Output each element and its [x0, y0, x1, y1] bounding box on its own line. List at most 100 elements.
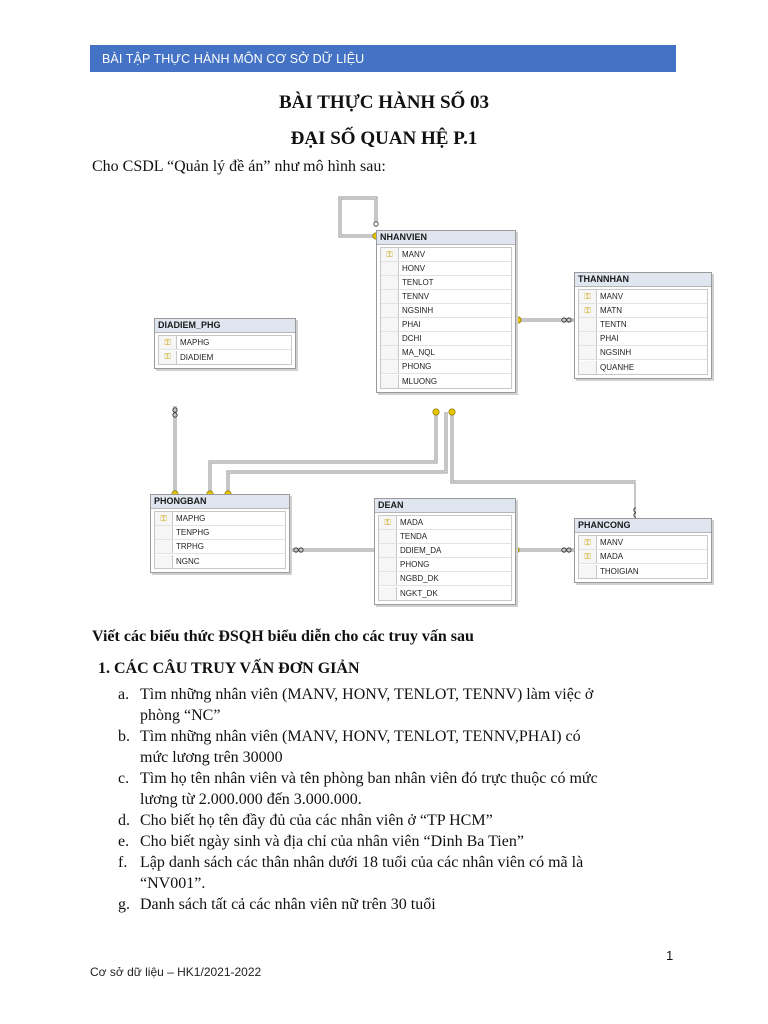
many-end-marker: [373, 221, 379, 227]
list-item-line: Cho biết ngày sinh và địa chỉ của nhân v…: [140, 833, 524, 850]
primary-key-icon: ⚿: [584, 551, 591, 561]
primary-key-icon: ⚿: [164, 337, 171, 347]
section-label: Viết các biểu thức ĐSQH biểu diễn cho cá…: [92, 628, 474, 645]
document-title: BÀI THỰC HÀNH SỐ 03: [278, 92, 490, 113]
many-end-marker: [293, 547, 299, 553]
table-name: PHANCONG: [575, 519, 711, 533]
column-name: HONV: [402, 264, 426, 273]
column-name: NGSINH: [402, 306, 434, 315]
list-item-line: Tìm họ tên nhân viên và tên phòng ban nh…: [140, 770, 598, 787]
primary-key-icon: ⚿: [386, 249, 393, 259]
column-name: MADA: [400, 518, 424, 527]
list-marker: d.: [118, 812, 130, 829]
column-name: PHAI: [600, 334, 619, 343]
column-row: ⚿ MAPHG: [159, 336, 291, 350]
list-item-line: lương từ 2.000.000 đến 3.000.000.: [140, 791, 362, 808]
column-row: ⚿ MADA: [579, 550, 707, 564]
column-name: PHONG: [400, 560, 430, 569]
document-header-bar: BÀI TẬP THỰC HÀNH MÔN CƠ SỞ DỮ LIỆU: [90, 45, 676, 72]
column-row: MLUONG: [381, 374, 511, 388]
table-name: THANNHAN: [575, 273, 711, 287]
column-name: TRPHG: [176, 542, 204, 551]
document-subtitle: ĐẠI SỐ QUAN HỆ P.1: [290, 128, 478, 149]
list-item-line: phòng “NC”: [140, 707, 221, 724]
column-name: DCHI: [402, 334, 422, 343]
list-item-line: Lập danh sách các thân nhân dưới 18 tuổi…: [140, 854, 584, 871]
column-name: DIADIEM: [180, 352, 214, 362]
column-name: MANV: [600, 292, 624, 301]
column-name: TENDA: [400, 532, 428, 541]
rel-phongban-nhanvien-2: [226, 412, 448, 494]
many-end-marker: [561, 317, 567, 323]
column-row: DDIEM_DA: [379, 544, 511, 558]
column-row: THOIGIAN: [579, 564, 707, 578]
table-name: DEAN: [375, 499, 515, 513]
column-name: MAPHG: [176, 514, 206, 523]
column-name: PHONG: [402, 362, 432, 371]
table-name: PHONGBAN: [151, 495, 289, 509]
column-name: NGBD_DK: [400, 574, 439, 583]
column-name: NGSINH: [600, 348, 632, 357]
column-row: ⚿ MANV: [381, 248, 511, 262]
column-name: DDIEM_DA: [400, 546, 442, 555]
column-row: ⚿ MAPHG: [155, 512, 285, 526]
key-end-marker: [432, 408, 440, 416]
list-marker: e.: [118, 833, 130, 850]
many-end-marker: [566, 547, 572, 553]
column-name: MATN: [600, 306, 623, 315]
rel-nhanvien-self: [338, 196, 378, 238]
column-name: MLUONG: [402, 376, 438, 386]
column-row: PHAI: [579, 332, 707, 346]
column-name: MANV: [402, 250, 426, 259]
primary-key-icon: ⚿: [160, 513, 167, 523]
many-end-marker: [172, 407, 178, 413]
column-name: MAPHG: [180, 338, 210, 347]
key-end-marker: [448, 408, 456, 416]
column-row: TENLOT: [381, 276, 511, 290]
intro-text: Cho CSDL “Quản lý đề án” như mô hình sau…: [92, 158, 386, 175]
primary-key-icon: ⚿: [584, 305, 591, 315]
many-end-marker: [561, 547, 567, 553]
column-row: NGSINH: [579, 346, 707, 360]
table-diadiem-phg: DIADIEM_PHG ⚿ MAPHG⚿ DIADIEM: [154, 318, 296, 369]
list-item-line: Tìm những nhân viên (MANV, HONV, TENLOT,…: [140, 686, 594, 703]
primary-key-icon: ⚿: [584, 291, 591, 301]
column-row: ⚿ MADA: [379, 516, 511, 530]
column-row: NGBD_DK: [379, 572, 511, 586]
page-number: 1: [666, 948, 674, 963]
column-name: THOIGIAN: [600, 566, 639, 576]
column-name: PHAI: [402, 320, 421, 329]
list-item-line: Cho biết họ tên đầy đủ của các nhân viên…: [140, 812, 493, 829]
primary-key-icon: ⚿: [384, 517, 391, 527]
many-end-marker: [172, 412, 178, 418]
column-row: TENNV: [381, 290, 511, 304]
table-name: DIADIEM_PHG: [155, 319, 295, 333]
list-item-line: Tìm những nhân viên (MANV, HONV, TENLOT,…: [140, 728, 581, 745]
column-name: TENTN: [600, 320, 627, 329]
column-name: NGNC: [176, 556, 200, 566]
column-row: MA_NQL: [381, 346, 511, 360]
many-end-marker: [298, 547, 304, 553]
column-row: ⚿ MANV: [579, 290, 707, 304]
column-name: QUANHE: [600, 362, 635, 372]
column-row: QUANHE: [579, 360, 707, 374]
column-row: TENDA: [379, 530, 511, 544]
column-name: TENLOT: [402, 278, 434, 287]
column-name: TENNV: [402, 292, 430, 301]
primary-key-icon: ⚿: [584, 537, 591, 547]
column-row: NGSINH: [381, 304, 511, 318]
table-phongban: PHONGBAN ⚿ MAPHG TENPHG TRPHG NGNC: [150, 494, 290, 573]
column-row: TENPHG: [155, 526, 285, 540]
column-row: ⚿ MATN: [579, 304, 707, 318]
footer-text: Cơ sở dữ liệu – HK1/2021-2022: [90, 965, 262, 979]
list-marker: f.: [118, 854, 128, 871]
list-marker: a.: [118, 686, 130, 703]
list-item-line: mức lương trên 30000: [140, 749, 283, 766]
column-row: PHONG: [379, 558, 511, 572]
column-name: TENPHG: [176, 528, 210, 537]
column-row: NGNC: [155, 554, 285, 568]
column-name: MADA: [600, 552, 624, 561]
